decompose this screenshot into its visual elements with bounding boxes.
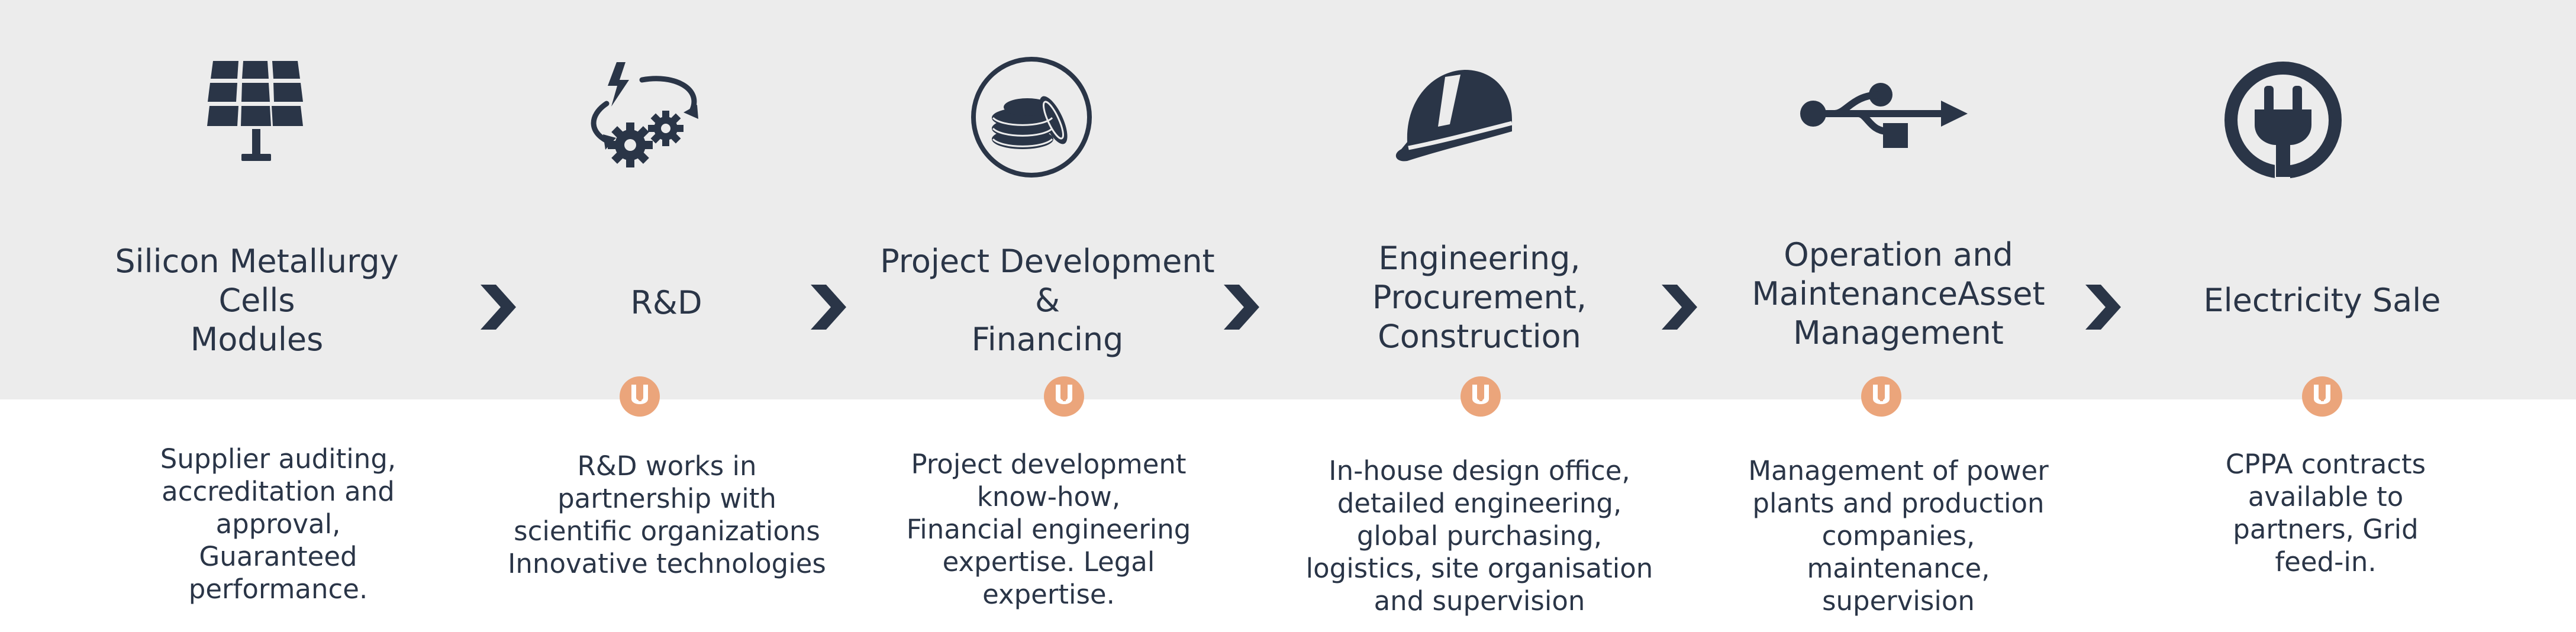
chevron-right-icon xyxy=(1224,285,1259,330)
step-title: R&D xyxy=(630,284,702,321)
chevron-right-icon xyxy=(481,285,516,330)
research-gears-icon xyxy=(577,62,707,169)
logo-badge-icon xyxy=(1461,376,1501,417)
step-title: Engineering,Procurement,Construction xyxy=(1372,240,1587,355)
step-title: Project Development&Financing xyxy=(880,243,1215,358)
step-description: In-house design office,detailed engineer… xyxy=(1305,455,1653,617)
hard-hat-icon xyxy=(1391,65,1518,169)
power-plug-icon xyxy=(2224,61,2342,179)
chevron-right-icon xyxy=(2085,285,2121,330)
solar-panel-icon xyxy=(207,61,314,170)
coins-icon xyxy=(969,55,1094,179)
logo-badge-icon xyxy=(1044,376,1084,417)
logo-badge-icon xyxy=(620,376,660,417)
chevron-right-icon xyxy=(811,285,846,330)
logo-badge-icon xyxy=(2302,376,2342,417)
step-title: Electricity Sale xyxy=(2203,282,2441,319)
usb-icon xyxy=(1799,77,1968,154)
logo-badge-icon xyxy=(1861,376,1901,417)
chevron-right-icon xyxy=(1662,285,1697,330)
top-band xyxy=(0,0,2576,399)
